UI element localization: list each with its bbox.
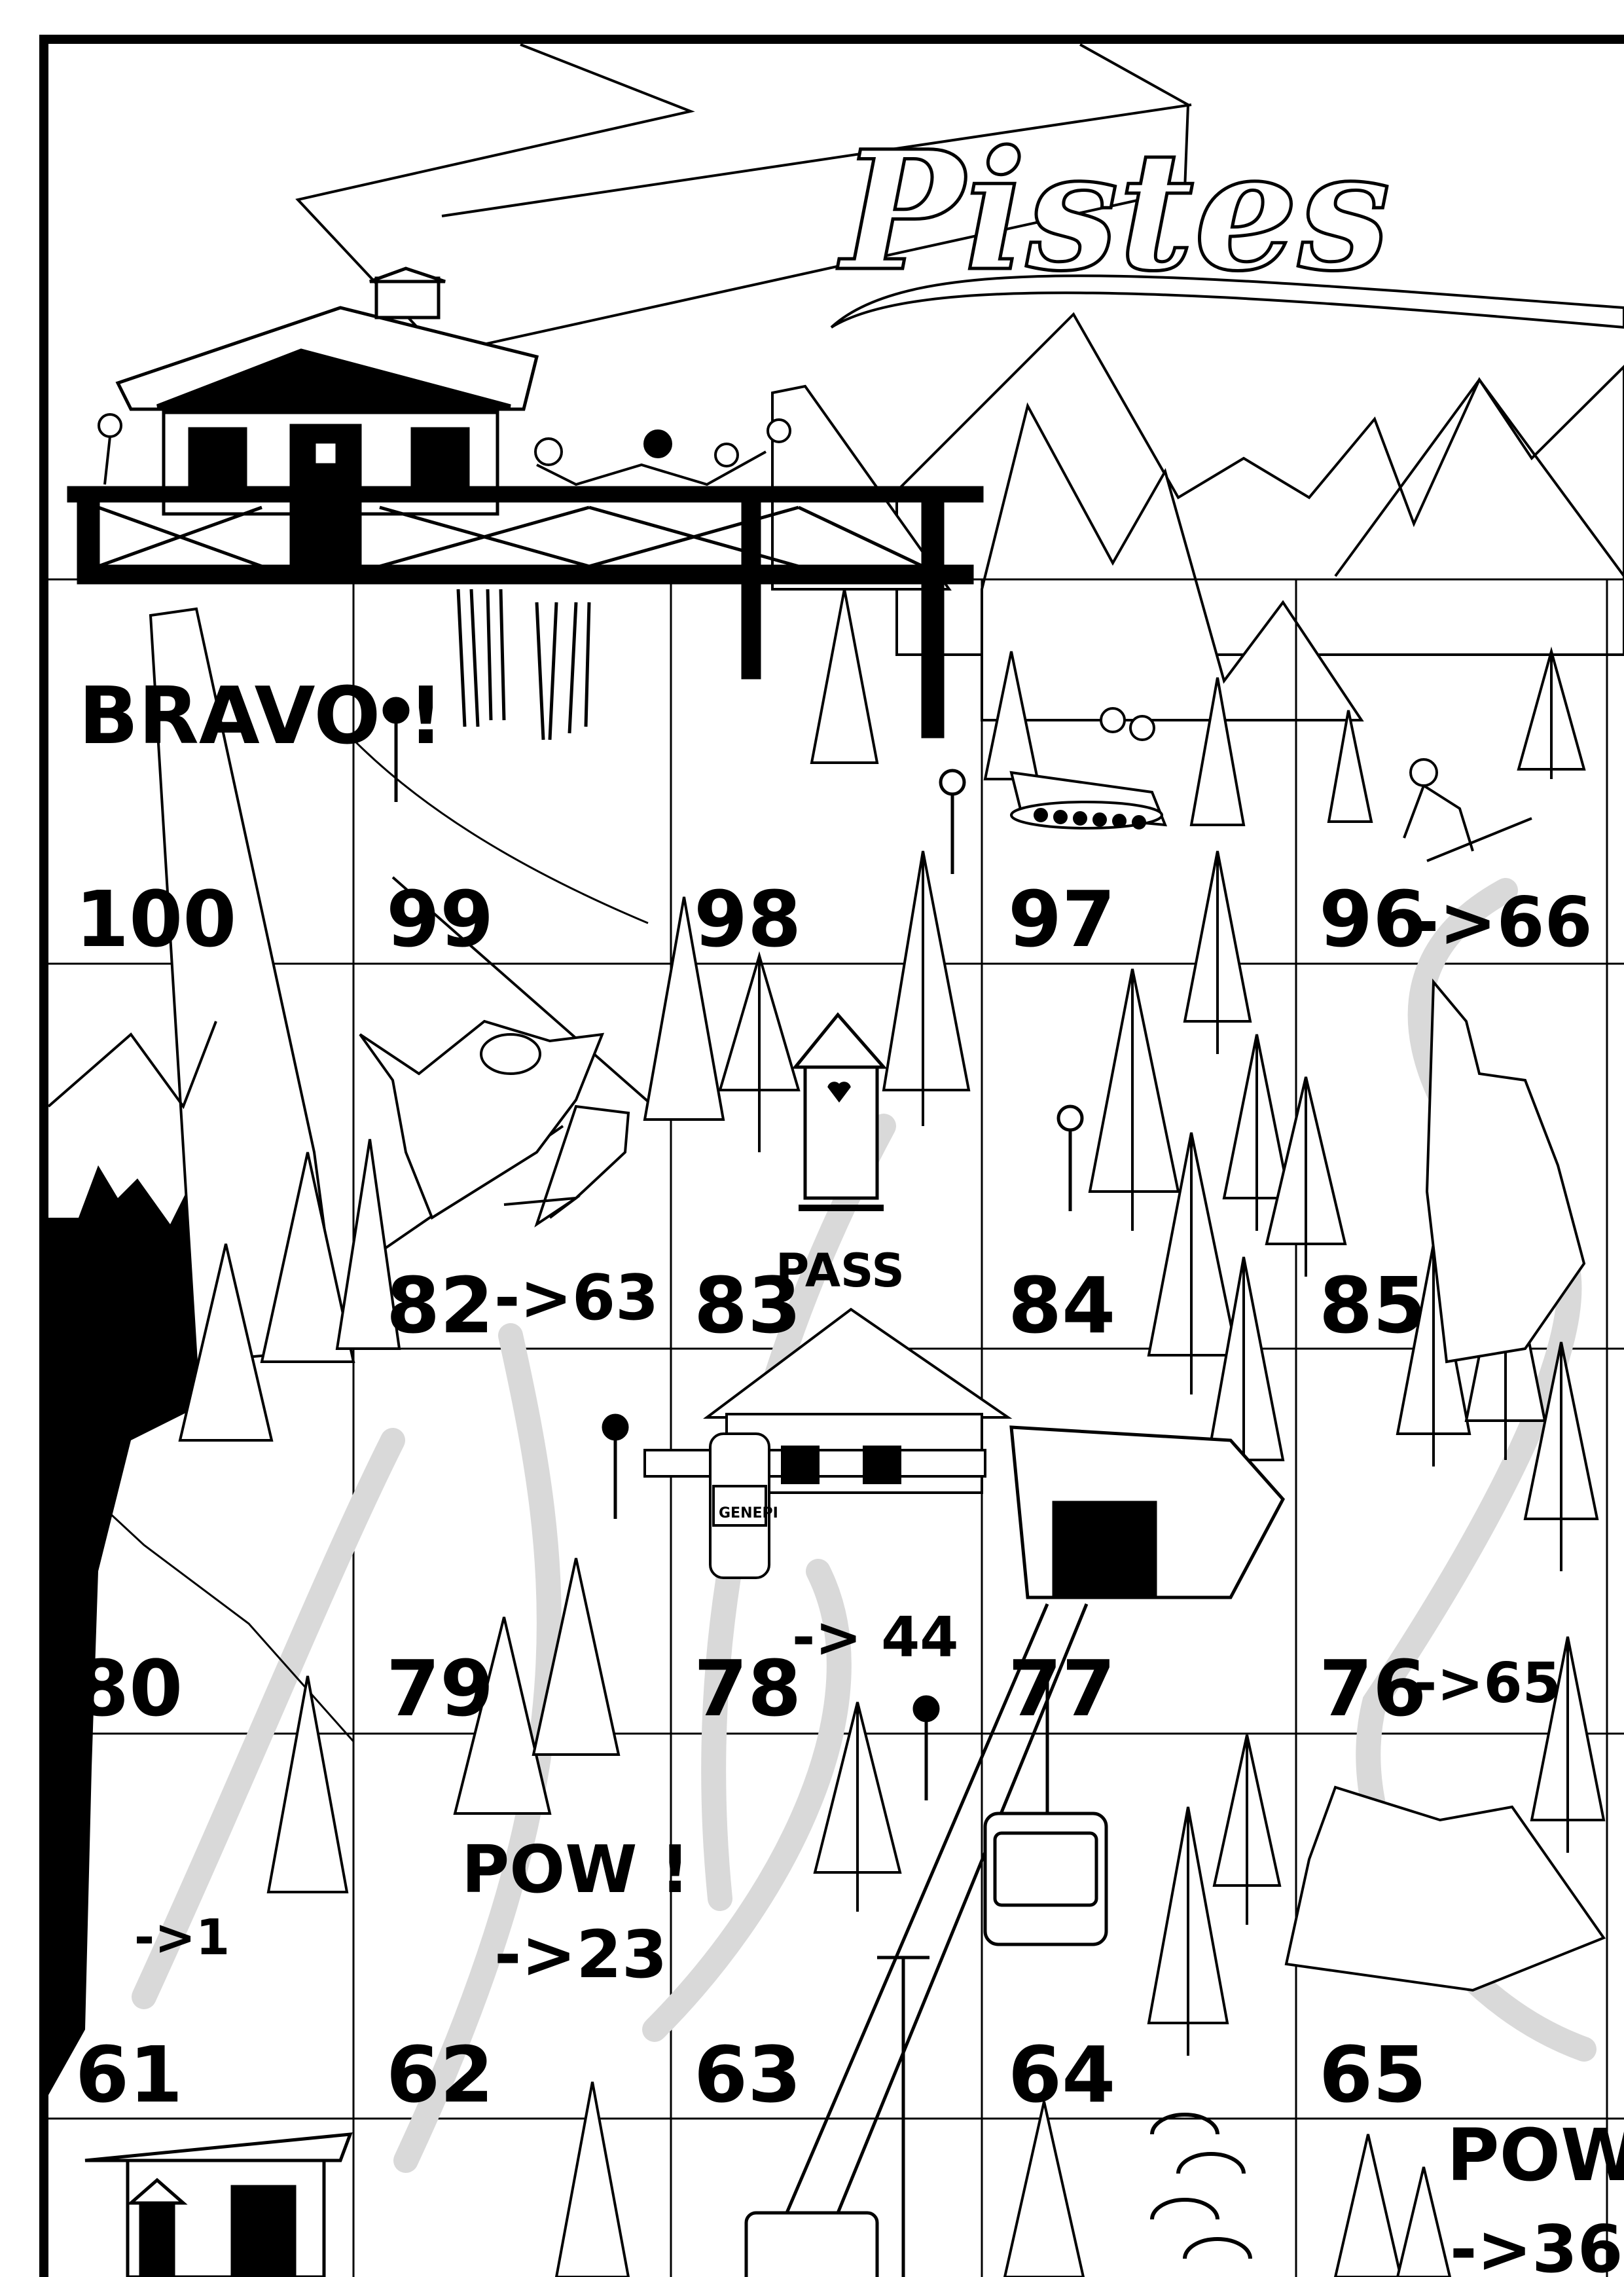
mountain-icon [771, 312, 1624, 721]
ridge-line [391, 876, 662, 1114]
cell-note-78-0: -> 44 [792, 1605, 958, 1670]
snowcat-icon [1009, 707, 1168, 829]
lift-station-icon [1009, 1425, 1286, 1599]
cell-number-84: 84 [1008, 1260, 1115, 1351]
lift-cable-left [51, 1459, 355, 1742]
cell-number-96: 96 [1319, 874, 1426, 964]
triangle-trees [178, 589, 1373, 2277]
yeti-icon [359, 1019, 630, 1228]
cell-number-83: 83 [694, 1260, 801, 1351]
moguls [1150, 2113, 1252, 2259]
lift-cable-top [352, 738, 649, 924]
title-swoosh [830, 274, 1624, 329]
cell-number-76: 76 [1319, 1643, 1426, 1734]
cell-note-bottom-1: ->36 [1450, 2211, 1623, 2277]
cell-note-bottom-0: POW [1447, 2113, 1624, 2197]
chalet-icon [67, 266, 984, 738]
cell-number-97: 97 [1008, 874, 1115, 964]
cell-note-62-1: ->23 [494, 1916, 667, 1993]
cell-number-99: 99 [386, 874, 494, 964]
black-cliff [48, 1165, 223, 2095]
cell-number-78: 78 [694, 1643, 801, 1734]
skier-icon [1403, 758, 1532, 862]
board-frame [39, 35, 1624, 2277]
cell-number-77: 77 [1008, 1643, 1115, 1734]
sky-zigzag-2 [441, 103, 1192, 217]
cell-number-79: 79 [386, 1643, 494, 1734]
left-ridge [47, 1021, 217, 1110]
cell-note-100-0: BRAVO ! [79, 671, 444, 762]
cell-note-61-0: ->1 [134, 1908, 230, 1966]
cell-note-96-0: ->66 [1411, 883, 1593, 962]
cell-number-81: 81 [75, 1260, 183, 1351]
party-people [98, 413, 791, 486]
cell-note-76-0: ->65 [1414, 1651, 1561, 1716]
skis-rack [456, 589, 591, 740]
rock-outcrop [1284, 978, 1606, 1992]
outhouse-icon [791, 1012, 888, 1211]
genepi-label: GENEPI [719, 1505, 778, 1521]
cell-note-62-0: POW ! [461, 1831, 690, 1908]
cell-number-65: 65 [1319, 2030, 1426, 2120]
cell-number-61: 61 [75, 2030, 183, 2120]
ski-pole-marker-icon [382, 697, 1084, 1800]
cell-number-98: 98 [694, 874, 801, 964]
cell-note-82-0: ->63 [494, 1262, 659, 1334]
gondola-icon [744, 1603, 1108, 2277]
cell-number-85: 85 [1319, 1260, 1426, 1351]
cell-number-80: 80 [75, 1643, 183, 1734]
cell-number-64: 64 [1008, 2030, 1115, 2120]
cell-number-62: 62 [386, 2030, 494, 2120]
cell-note-83-0: PASS [776, 1244, 905, 1298]
small-hut [84, 2132, 353, 2277]
lift-pylon [877, 1956, 929, 2277]
cell-number-82: 82 [386, 1260, 494, 1351]
genepi-bar [643, 1307, 1013, 1579]
cell-number-63: 63 [694, 2030, 801, 2120]
cell-number-100: 100 [75, 874, 236, 964]
